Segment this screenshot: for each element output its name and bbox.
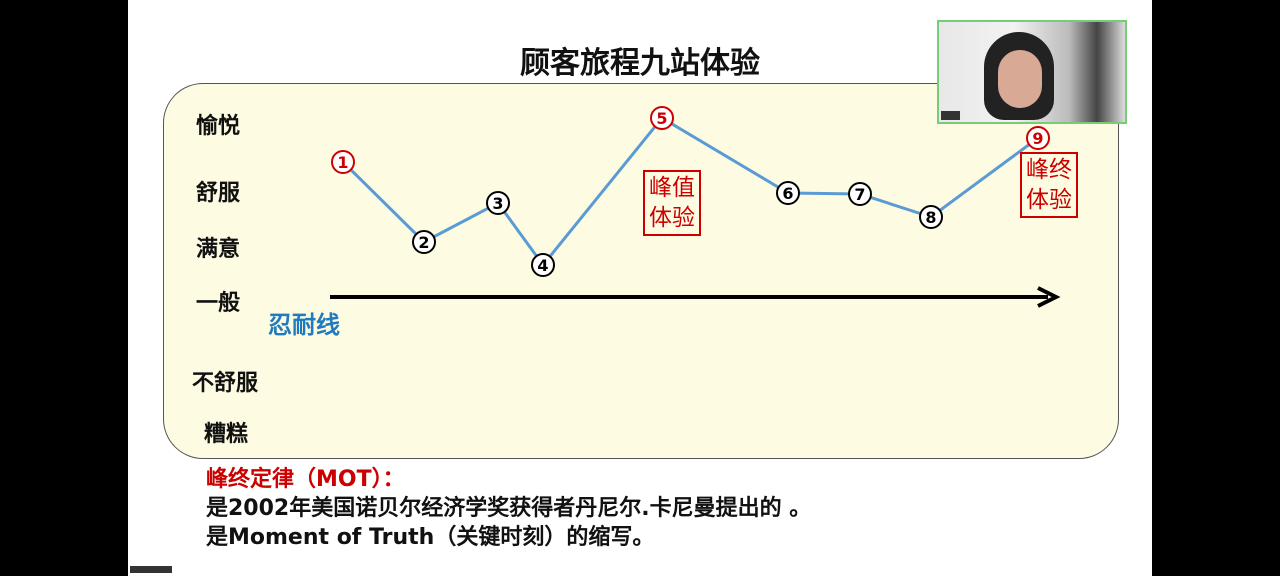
notes-heading: 峰终定律（MOT）： — [206, 467, 405, 492]
peak-label-line: 体验 — [649, 205, 695, 231]
station-number: 4 — [537, 256, 548, 275]
station-number: 8 — [925, 208, 936, 227]
notes: 峰终定律（MOT）： 是2002年美国诺贝尔经济学奖获得者丹尼尔.卡尼曼提出的 … — [206, 465, 811, 552]
level-label: 满意 — [196, 237, 241, 262]
end-label-line: 峰终 — [1026, 157, 1072, 183]
participant-video[interactable] — [937, 20, 1127, 124]
level-label: 不舒服 — [192, 371, 259, 396]
notes-line: 是Moment of Truth（关键时刻）的缩写。 — [206, 525, 655, 550]
station-marker — [919, 205, 943, 229]
station-marker — [531, 253, 555, 277]
station-number: 9 — [1032, 129, 1043, 148]
level-label: 糟糕 — [204, 422, 249, 447]
station-marker — [776, 181, 800, 205]
peak-label-line: 峰值 — [649, 175, 695, 201]
end-label-line: 体验 — [1026, 187, 1072, 213]
slide-title: 顾客旅程九站体验 — [520, 46, 760, 81]
station-marker — [650, 106, 674, 130]
station-marker — [412, 230, 436, 254]
station-number: 5 — [656, 109, 667, 128]
station-marker — [848, 182, 872, 206]
end-experience-label: 峰终体验 — [1020, 152, 1078, 218]
tolerance-arrowhead — [1037, 286, 1061, 308]
station-marker — [1026, 126, 1050, 150]
station-marker — [331, 150, 355, 174]
notes-line: 是2002年美国诺贝尔经济学奖获得者丹尼尔.卡尼曼提出的 。 — [206, 496, 812, 521]
presenter-tag — [130, 566, 173, 573]
level-label: 愉悦 — [196, 114, 241, 139]
station-number: 2 — [418, 233, 429, 252]
station-number: 3 — [492, 194, 503, 213]
station-number: 1 — [337, 153, 348, 172]
station-number: 6 — [782, 184, 793, 203]
level-label: 舒服 — [196, 181, 241, 206]
station-marker — [486, 191, 510, 215]
station-number: 7 — [854, 185, 865, 204]
level-label: 一般 — [196, 291, 241, 316]
tolerance-line-label: 忍耐线 — [268, 311, 340, 339]
participant-name-tag — [941, 111, 961, 120]
participant-face — [984, 32, 1054, 120]
journey-line: 1 2 3 4 5 6 7 8 9 — [330, 106, 1061, 308]
peak-experience-label: 峰值体验 — [643, 170, 701, 236]
